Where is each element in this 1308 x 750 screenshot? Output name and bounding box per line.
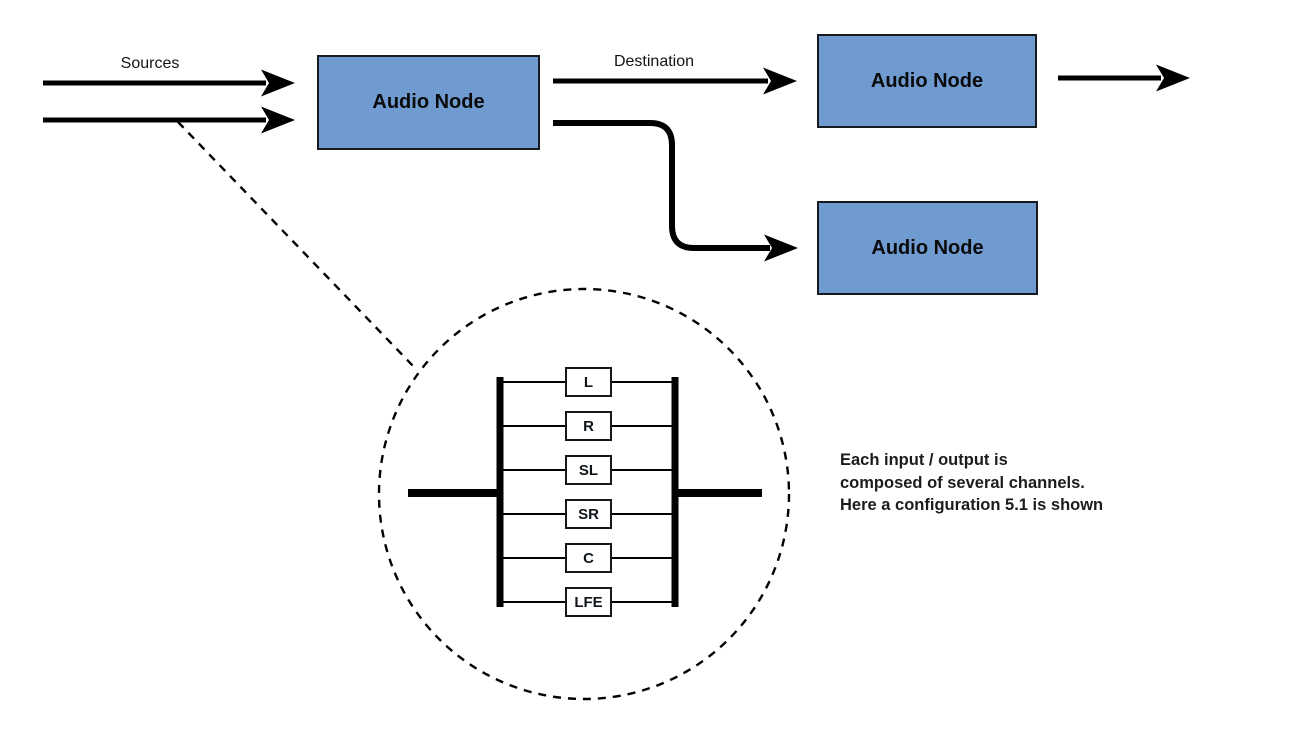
channel-box-sr: SR: [565, 499, 612, 529]
annotation-text: Each input / output is composed of sever…: [840, 449, 1103, 517]
channel-box-l: L: [565, 367, 612, 397]
source-arrow-top: [43, 69, 295, 97]
destination-label: Destination: [613, 53, 695, 70]
audio-node-destination: Audio Node: [817, 34, 1037, 128]
source-arrow-bottom: [43, 106, 295, 134]
channel-box-sl: SL: [565, 455, 612, 485]
node-output-arrow: [1058, 64, 1190, 92]
zoom-circle: [377, 287, 791, 701]
annotation-line-1: Each input / output is: [840, 451, 1008, 469]
zoom-callout-line: [177, 121, 416, 369]
channel-bus: [408, 377, 762, 607]
annotation-line-2: composed of several channels.: [840, 473, 1085, 492]
channel-box-c: C: [565, 543, 612, 573]
audio-node-source: Audio Node: [317, 55, 540, 150]
branch-arrow: [553, 120, 798, 262]
annotation-line-3: Here a configuration 5.1 is shown: [840, 496, 1104, 514]
channel-box-r: R: [565, 411, 612, 441]
sources-label: Sources: [120, 55, 180, 72]
destination-arrow: [553, 67, 797, 95]
channel-box-lfe: LFE: [565, 587, 612, 617]
audio-node-branch: Audio Node: [817, 201, 1038, 295]
